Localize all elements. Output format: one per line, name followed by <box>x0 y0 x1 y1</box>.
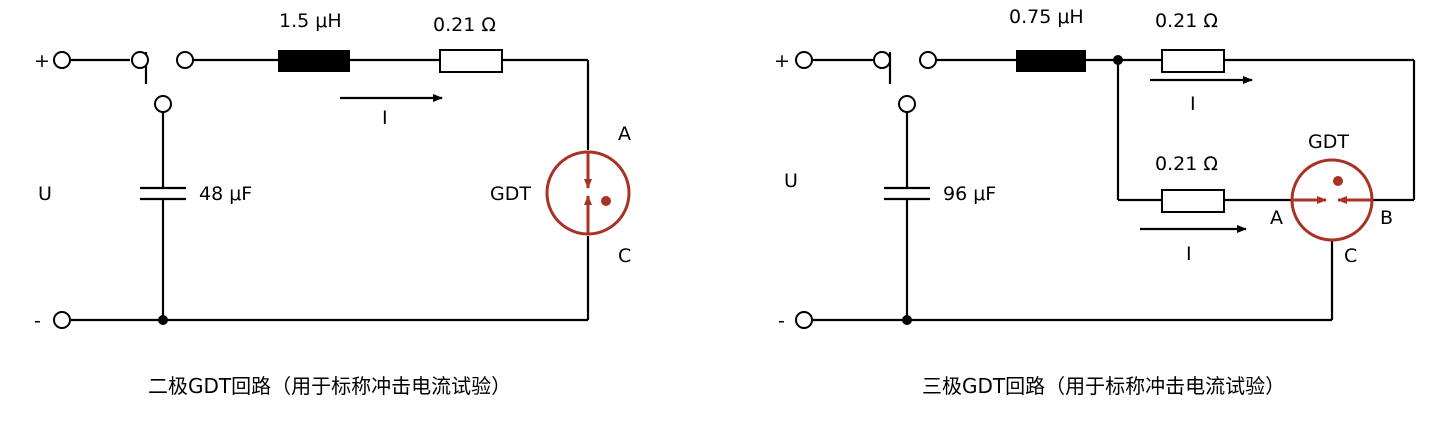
current-top-label: I <box>1190 93 1196 115</box>
switch-terminal-bottom <box>154 95 172 113</box>
gdt-gas-dot <box>1333 176 1343 186</box>
terminal-minus <box>53 311 71 329</box>
resistor-label: 0.21 Ω <box>433 14 496 36</box>
two-electrode-gdt-circuit: + - U 1.5 μH 0.21 Ω I GDT A C 48 μF 二极GD… <box>34 10 631 398</box>
electrode-a-label: A <box>1270 207 1283 229</box>
inductor-symbol <box>1016 50 1086 72</box>
minus-label: - <box>34 310 41 332</box>
switch-terminal-bottom <box>898 95 916 113</box>
switch-terminal-left <box>131 51 149 69</box>
terminal-minus <box>795 311 813 329</box>
inductor-label: 1.5 μH <box>279 10 342 32</box>
gdt-label: GDT <box>1308 131 1349 153</box>
resistor-top-symbol <box>1161 49 1225 73</box>
anode-label: A <box>618 123 631 145</box>
junction-dot <box>158 315 168 325</box>
voltage-label: U <box>38 183 52 205</box>
three-electrode-gdt-circuit: + - U 0.75 μH 0.21 Ω I 0.21 Ω I GDT A B … <box>774 6 1416 398</box>
minus-label: - <box>778 310 785 332</box>
capacitor-label: 48 μF <box>199 183 252 205</box>
left-caption: 二极GDT回路（用于标称冲击电流试验） <box>148 374 511 398</box>
plus-label: + <box>34 50 50 72</box>
voltage-label: U <box>784 170 798 192</box>
gdt-label: GDT <box>490 183 531 205</box>
inductor-label: 0.75 μH <box>1009 6 1084 28</box>
cathode-label: C <box>618 245 631 267</box>
junction-dot-bottom <box>902 315 912 325</box>
capacitor-label: 96 μF <box>943 183 996 205</box>
electrode-b-label: B <box>1380 207 1393 229</box>
inductor-symbol <box>278 50 350 72</box>
current-bottom-label: I <box>1186 243 1192 265</box>
resistor-bottom-label: 0.21 Ω <box>1155 153 1218 175</box>
switch-terminal-right <box>176 51 194 69</box>
gdt-gas-dot <box>601 196 611 206</box>
resistor-symbol <box>439 49 503 73</box>
plus-label: + <box>774 50 790 72</box>
switch-terminal-right <box>919 51 937 69</box>
switch-terminal-left <box>873 51 891 69</box>
terminal-plus <box>53 51 71 69</box>
electrode-c-label: C <box>1344 245 1357 267</box>
resistor-top-label: 0.21 Ω <box>1155 10 1218 32</box>
terminal-plus <box>795 51 813 69</box>
resistor-bottom-symbol <box>1161 189 1225 213</box>
current-label: I <box>382 107 388 129</box>
right-caption: 三极GDT回路（用于标称冲击电流试验） <box>922 374 1285 398</box>
